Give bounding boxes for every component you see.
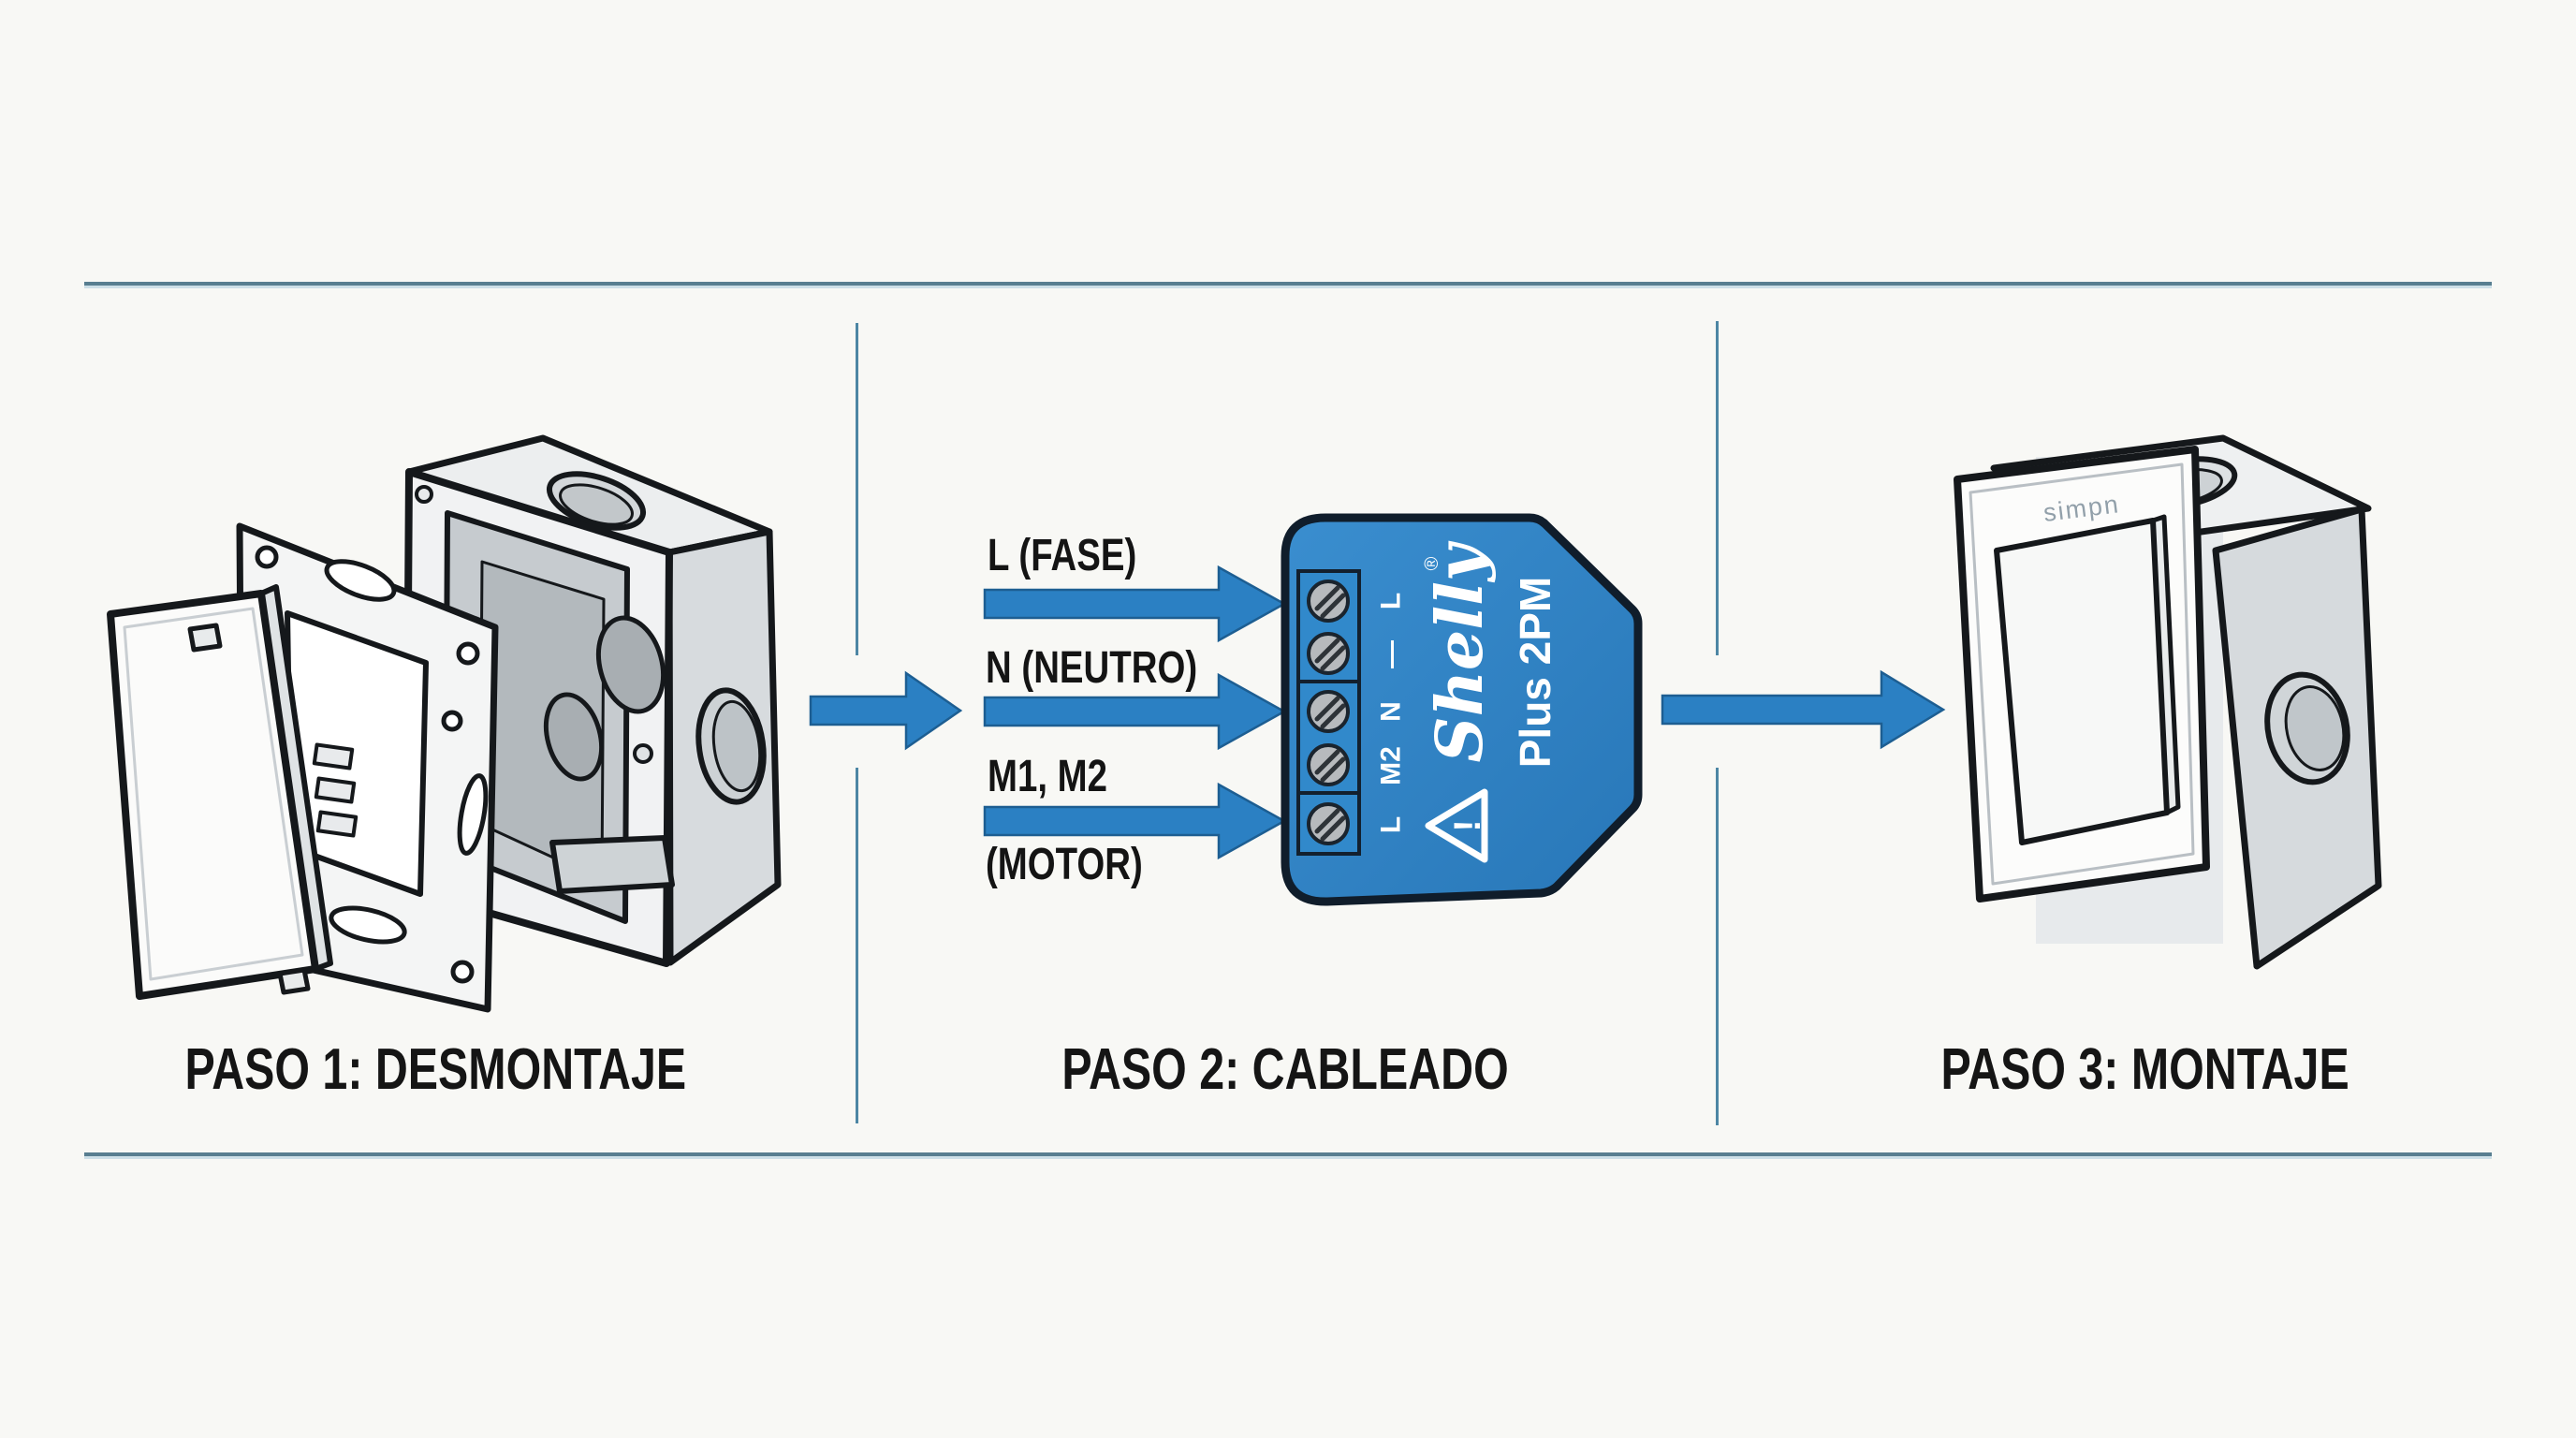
panel-divider-1-upper — [856, 323, 858, 655]
panel-divider-2-upper — [1716, 321, 1719, 655]
flow-arrow-icon — [809, 670, 963, 751]
wire-arrow-icon — [983, 672, 1287, 751]
terminal-label: L — [1376, 816, 1407, 833]
frame-screw-hole — [255, 545, 279, 569]
frame-side-slot — [457, 773, 489, 856]
rocker-clip — [277, 967, 311, 995]
exploded-switch-illustration — [107, 434, 782, 1013]
frame-screw-hole — [450, 960, 475, 984]
step-caption-text: PASO 2: CABLEADO — [1061, 1037, 1510, 1102]
wire-arrow-icon — [983, 565, 1287, 643]
frame-screw-hole — [441, 710, 463, 732]
mechanism-clip — [312, 742, 355, 770]
step-caption-text: PASO 1: DESMONTAJE — [184, 1037, 686, 1102]
warning-triangle-icon: ! — [1425, 788, 1488, 863]
terminal-label: L — [1376, 593, 1407, 609]
relay-brand-logo: Shelly — [1423, 540, 1498, 762]
step-caption-text: PASO 3: MONTAJE — [1940, 1037, 2350, 1102]
panel-divider-1-lower — [856, 768, 858, 1123]
step-caption-1: PASO 1: DESMONTAJE — [56, 1041, 814, 1099]
terminal-label: N — [1376, 701, 1407, 722]
wire-label-motor-terminals: M1, M2 — [988, 752, 1108, 801]
mechanism-clip — [315, 810, 359, 838]
wire-label-fase: L (FASE) — [988, 531, 1137, 580]
wire-label-motor: (MOTOR) — [986, 840, 1143, 889]
relay-model: Plus 2PM — [1511, 577, 1559, 769]
step-caption-3: PASO 3: MONTAJE — [1807, 1041, 2484, 1099]
terminal-label: — — [1376, 640, 1407, 668]
switch-rocker — [1994, 518, 2170, 845]
frame-screw-hole — [456, 641, 480, 666]
mounted-switch-illustration: simpn — [1954, 434, 2382, 970]
rocker-clip — [187, 623, 223, 653]
registered-mark: ® — [1422, 556, 1442, 570]
mechanism-clip — [314, 776, 357, 804]
shelly-relay-illustration: L — N M2 L Shelly ® Plus 2PM ! — [1281, 513, 1643, 906]
wire-label-neutro: N (NEUTRO) — [986, 643, 1198, 693]
terminal-label: M2 — [1376, 746, 1407, 785]
box-screw-hole — [415, 485, 433, 504]
flow-arrow-icon — [1661, 669, 1946, 750]
top-rule — [84, 282, 2492, 286]
terminal-labels: L — N M2 L — [1376, 593, 1407, 833]
interior-knockout — [595, 615, 666, 714]
interior-knockout — [543, 692, 605, 782]
panel-divider-2-lower — [1716, 768, 1719, 1125]
warning-exclamation: ! — [1447, 819, 1488, 831]
wire-arrow-icon — [983, 782, 1287, 860]
relay-body — [1281, 513, 1643, 906]
frame-slot — [324, 559, 397, 602]
interior-screw-hole — [633, 743, 653, 764]
interior-clamp — [549, 835, 675, 894]
bottom-rule — [84, 1152, 2492, 1156]
terminal-screws — [1307, 580, 1350, 845]
step-caption-2: PASO 2: CABLEADO — [856, 1041, 1716, 1099]
frame-slot — [329, 905, 407, 945]
